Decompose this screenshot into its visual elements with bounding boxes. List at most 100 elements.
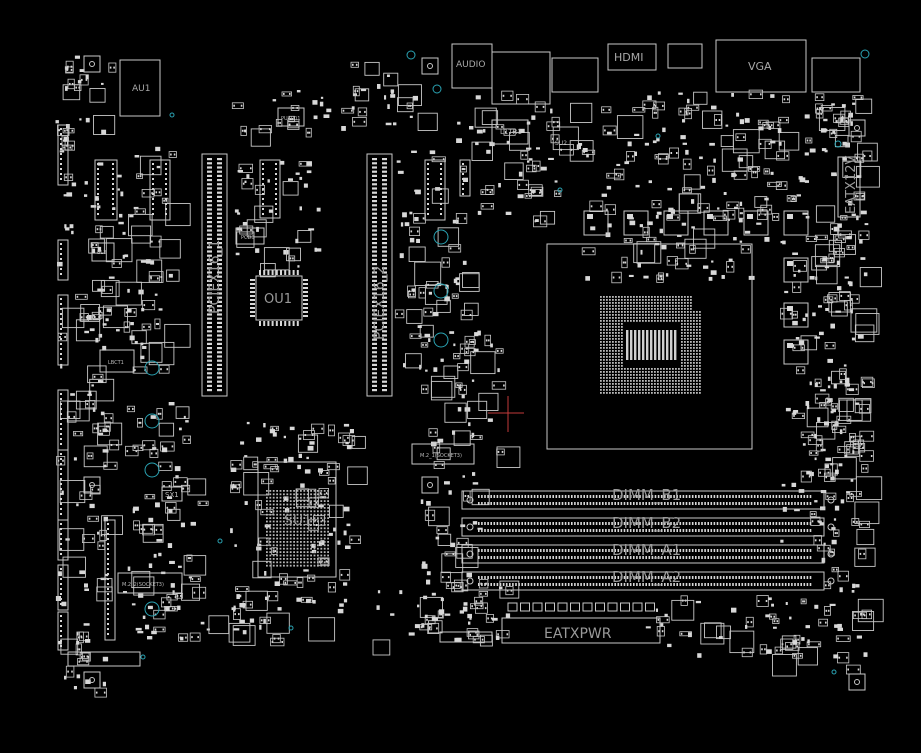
component-pad: [422, 343, 424, 346]
component-pad: [526, 98, 528, 101]
chipset-pad: [323, 524, 326, 526]
cpu-pad: [699, 359, 701, 361]
component-pad: [152, 495, 154, 498]
header-pin: [107, 603, 109, 605]
screw-ring: [427, 63, 433, 69]
dimm-pin: [738, 556, 740, 559]
dimm-pin: [766, 502, 768, 505]
chipset-pad: [320, 493, 323, 496]
component-outline: [751, 166, 758, 179]
header-pin: [60, 128, 62, 130]
smd-pad: [655, 608, 658, 612]
cpu-pad: [609, 356, 611, 358]
cpu-pad: [678, 380, 680, 382]
cpu-pad: [648, 389, 650, 391]
cpu-core-pad: [646, 330, 649, 360]
dimm-pin: [784, 495, 787, 498]
chipset-pad: [300, 561, 302, 564]
pcd3-component: [235, 227, 265, 245]
component-outline: [791, 310, 798, 319]
cpu-pad: [600, 341, 602, 343]
cpu-pad: [699, 389, 701, 391]
chipset-pad: [279, 517, 282, 519]
smd-pad: [850, 121, 853, 126]
dimm-pin: [781, 495, 784, 498]
slot-pin: [217, 221, 222, 224]
component-outline: [451, 293, 459, 299]
cpu-pad: [606, 305, 608, 307]
cpu-pad: [612, 317, 614, 319]
dimm-pin: [707, 549, 709, 552]
smd-pad: [824, 421, 829, 426]
component-pad: [260, 128, 262, 131]
pcd-label: PCD3: [241, 235, 255, 241]
dimm-pin: [667, 529, 669, 532]
cpu-pad: [681, 347, 683, 349]
chipset-pad: [306, 520, 309, 523]
chipset-pad: [317, 561, 319, 564]
smd-pad: [459, 610, 464, 614]
cpu-pad: [693, 344, 695, 346]
dimm-pin: [710, 556, 713, 559]
large-footprint: [811, 256, 828, 271]
component-pad: [736, 204, 738, 207]
slot-pin: [217, 258, 222, 261]
header-pin: [262, 198, 264, 200]
cpu-pad: [660, 317, 662, 319]
cpu-pad: [615, 362, 617, 364]
slot-pin: [372, 158, 377, 161]
component-pad: [825, 476, 827, 479]
smd-pad: [835, 310, 841, 313]
cpu-pad: [603, 335, 605, 337]
dimm-pin: [750, 495, 753, 498]
smd-pad: [390, 94, 396, 98]
dimm-pin: [543, 502, 545, 505]
smd-pad: [585, 276, 590, 281]
cpu-pad: [639, 308, 641, 310]
large-footprint: [854, 547, 876, 567]
cpu-pad: [642, 368, 644, 370]
cpu-pad: [684, 392, 686, 394]
smd-pad: [456, 138, 462, 143]
cpu-pad: [681, 329, 683, 331]
dimm-pin: [571, 502, 573, 505]
component-pad: [269, 128, 271, 131]
chipset-pad: [303, 544, 306, 547]
slot-pin: [207, 384, 212, 387]
chipset-pad: [310, 517, 312, 519]
dimm-pin: [788, 522, 790, 525]
dimm-pin: [574, 522, 576, 525]
chipset-pad: [269, 496, 272, 499]
cpu-pad: [681, 305, 683, 307]
dimm-pin: [648, 556, 651, 559]
cpu-pad: [687, 377, 689, 379]
smd-pad: [691, 199, 695, 204]
dimm-pin: [809, 549, 812, 552]
component-pad: [424, 311, 427, 314]
slot-pin: [372, 342, 377, 345]
dimm-pin: [493, 522, 496, 525]
component-pad: [837, 637, 839, 640]
component-outline: [767, 181, 782, 187]
dimm-pin: [741, 556, 744, 559]
dimm-pin: [614, 549, 616, 552]
dimm-pin: [778, 529, 781, 532]
chipset-pad: [303, 496, 306, 499]
dimm-pin: [583, 495, 585, 498]
component-pad: [776, 620, 779, 623]
chipset-pad: [303, 500, 306, 502]
component-outline: [350, 61, 359, 68]
component-pad: [457, 355, 459, 358]
slot-pin: [382, 204, 387, 207]
chipset-pad: [289, 530, 292, 533]
dimm-pin: [620, 502, 623, 505]
chipset-pad: [296, 564, 299, 567]
component-pad: [844, 216, 846, 219]
cpu-pad: [603, 326, 605, 328]
smd-pad: [712, 177, 716, 183]
smd-pad: [272, 432, 277, 437]
screw-pad: [83, 671, 101, 689]
chipset-pad: [293, 500, 295, 502]
dimm-pin: [580, 522, 582, 525]
large-footprint: [455, 547, 479, 568]
